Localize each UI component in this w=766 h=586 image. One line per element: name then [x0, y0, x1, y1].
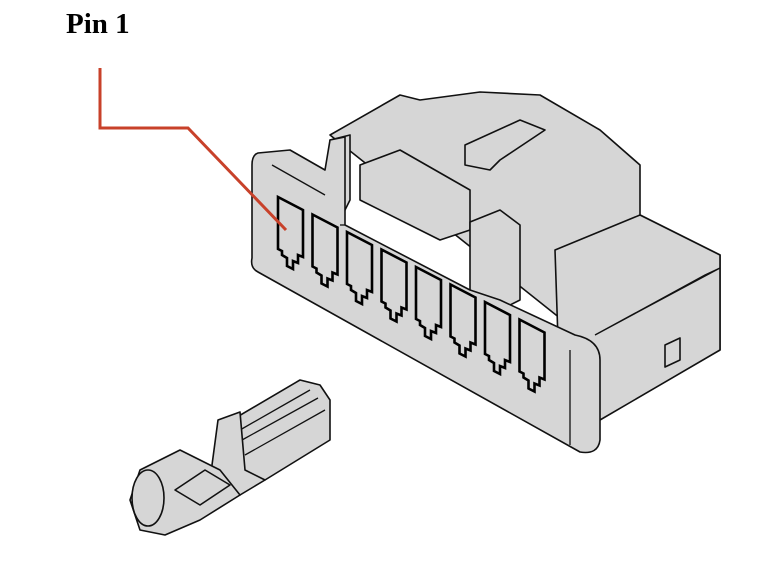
pin-cavity-4 [380, 247, 408, 324]
pin-cavity-7 [483, 299, 512, 377]
pin-cavity-1 [276, 194, 305, 272]
pin-cavities [276, 194, 546, 394]
pin-cavity-3 [345, 229, 374, 307]
pin-cavity-5 [414, 264, 443, 342]
pin-cavity-8 [518, 317, 546, 394]
pin-1-callout-line [98, 68, 288, 232]
pin-1-label: Pin 1 [66, 8, 130, 40]
pin-cavity-6 [449, 282, 477, 359]
pin-cavity-2 [311, 212, 339, 289]
terminal [129, 379, 331, 536]
